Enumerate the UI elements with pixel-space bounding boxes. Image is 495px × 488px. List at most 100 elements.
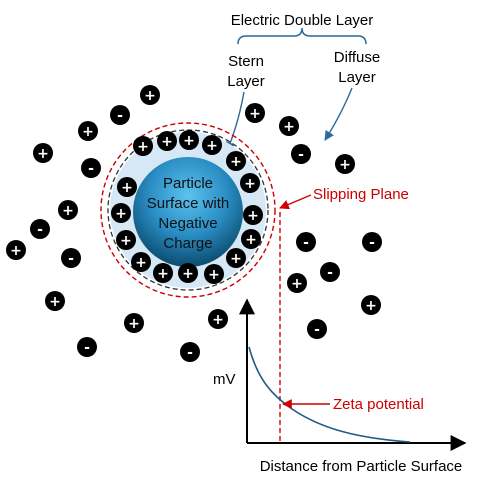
plus-sign: + (137, 139, 149, 155)
ion-circle (111, 203, 131, 223)
diffuse-pointer-arrow (324, 87, 353, 141)
negative-ion: - (307, 319, 327, 339)
plus-sign: + (245, 232, 257, 248)
minus-sign: - (84, 340, 90, 356)
plus-sign: + (120, 233, 132, 249)
ions-group: +++++++++++++++++-++-+-+-++--+++-+---++- (6, 85, 382, 362)
plus-sign: + (135, 255, 147, 271)
plus-sign: + (10, 243, 22, 259)
positive-ion: + (116, 230, 136, 250)
positive-ion: + (45, 291, 65, 311)
x-axis-label: Distance from Particle Surface (260, 458, 463, 475)
plus-sign: + (157, 266, 169, 282)
ion-circle (243, 205, 263, 225)
plus-sign: + (283, 119, 295, 135)
plus-sign: + (365, 298, 377, 314)
positive-ion: + (240, 173, 260, 193)
plus-sign: + (247, 208, 259, 224)
negative-ion: - (81, 158, 101, 178)
slipping-plane-arrow (279, 194, 312, 210)
positive-ion: + (78, 121, 98, 141)
positive-ion: + (133, 136, 153, 156)
positive-ion: + (279, 116, 299, 136)
positive-ion: + (6, 240, 26, 260)
ion-circle (307, 319, 327, 339)
positive-ion: + (204, 264, 224, 284)
ion-circle (6, 240, 26, 260)
ion-circle (178, 263, 198, 283)
plus-sign: + (82, 124, 94, 140)
ion-circle (291, 144, 311, 164)
plus-sign: + (62, 203, 74, 219)
ion-circle (202, 135, 222, 155)
ion-circle (58, 200, 78, 220)
plus-sign: + (37, 146, 49, 162)
ion-circle (78, 121, 98, 141)
ion-circle (241, 229, 261, 249)
particle (133, 157, 243, 267)
minus-sign: - (314, 322, 320, 338)
ion-circle (180, 342, 200, 362)
minus-sign: - (303, 235, 309, 251)
ion-circle (116, 230, 136, 250)
ion-circle (133, 136, 153, 156)
edl-bracket (237, 27, 367, 45)
ion-circle (204, 264, 224, 284)
plus-sign: + (206, 138, 218, 154)
minus-sign: - (88, 161, 94, 177)
positive-ion: + (226, 248, 246, 268)
ion-circle (140, 85, 160, 105)
stern-label-line1: Stern (228, 53, 264, 70)
minus-sign: - (327, 265, 333, 281)
ion-circle (226, 151, 246, 171)
ion-circle (287, 273, 307, 293)
slipping-plane-circle (100, 122, 276, 298)
ion-circle (296, 232, 316, 252)
positive-ion: + (226, 151, 246, 171)
plus-sign: + (161, 134, 173, 150)
negative-ion: - (291, 144, 311, 164)
potential-decay-curve (248, 346, 411, 443)
ion-circle (157, 131, 177, 151)
positive-ion: + (243, 205, 263, 225)
particle-label-line1: Particle (163, 175, 213, 192)
positive-ion: + (124, 313, 144, 333)
ion-circle (33, 143, 53, 163)
ion-circle (361, 295, 381, 315)
plus-sign: + (339, 157, 351, 173)
y-axis-label: mV (213, 371, 236, 388)
minus-sign: - (187, 345, 193, 361)
plus-sign: + (230, 251, 242, 267)
plus-sign: + (144, 88, 156, 104)
ion-circle (117, 177, 137, 197)
plus-sign: + (128, 316, 140, 332)
ion-circle (245, 103, 265, 123)
ion-circle (226, 248, 246, 268)
negative-ion: - (320, 262, 340, 282)
positive-ion: + (179, 130, 199, 150)
positive-ion: + (157, 131, 177, 151)
stern-label-line2: Layer (227, 73, 265, 90)
negative-ion: - (362, 232, 382, 252)
positive-ion: + (287, 273, 307, 293)
zeta-potential-label: Zeta potential (333, 396, 424, 413)
particle-label-line3: Negative (158, 215, 217, 232)
positive-ion: + (361, 295, 381, 315)
minus-sign: - (37, 222, 43, 238)
ion-circle (208, 309, 228, 329)
ion-circle (240, 173, 260, 193)
ion-circle (124, 313, 144, 333)
negative-ion: - (110, 105, 130, 125)
particle-label-line2: Surface with (147, 195, 230, 212)
positive-ion: + (111, 203, 131, 223)
particle-label-line4: Charge (163, 235, 212, 252)
ion-circle (335, 154, 355, 174)
slipping-plane-label: Slipping Plane (313, 186, 409, 203)
ion-circle (320, 262, 340, 282)
diffuse-label-line1: Diffuse (334, 49, 380, 66)
negative-ion: - (77, 337, 97, 357)
plus-sign: + (182, 266, 194, 282)
ion-circle (61, 248, 81, 268)
plus-sign: + (183, 133, 195, 149)
